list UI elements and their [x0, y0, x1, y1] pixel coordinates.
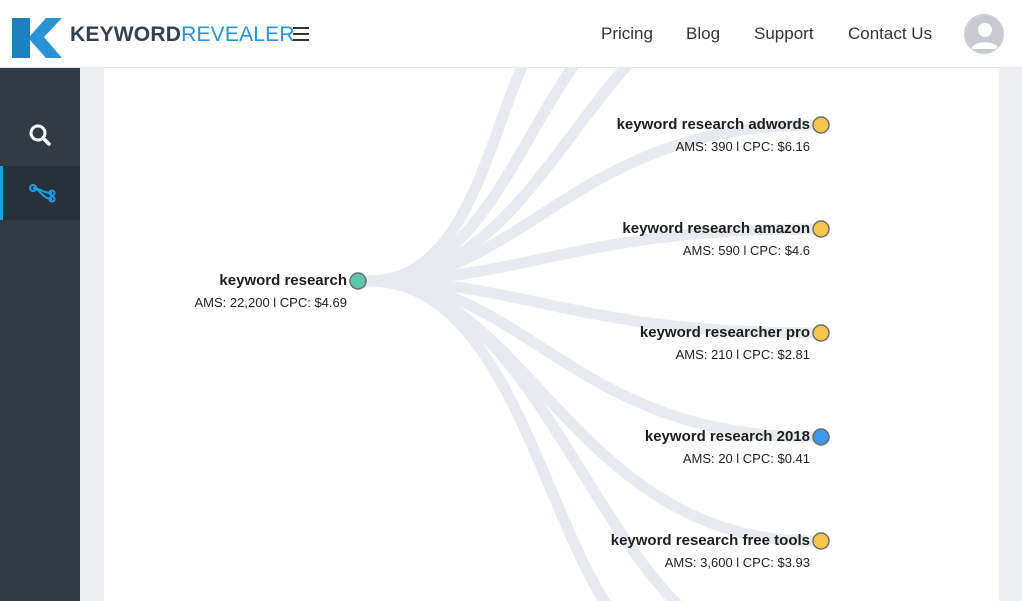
child-node-dot[interactable] [812, 428, 830, 446]
child-stats: AMS: 210 l CPC: $2.81 [675, 347, 810, 362]
tree-icon [28, 184, 55, 203]
top-navbar: KEYWORDREVEALER Pricing Blog Support Con… [0, 0, 1022, 68]
child-node-dot[interactable] [812, 220, 830, 238]
nav-blog[interactable]: Blog [686, 24, 721, 43]
user-avatar[interactable] [964, 14, 1004, 54]
nav-support[interactable]: Support [754, 24, 814, 43]
child-node-dot[interactable] [812, 324, 830, 342]
branch-link [363, 68, 633, 287]
root-node-dot[interactable] [349, 272, 367, 290]
root-keyword[interactable]: keyword research [219, 272, 347, 289]
child-keyword[interactable]: keyword research 2018 [644, 428, 810, 445]
brand-name-part1: KEYWORD [70, 23, 182, 46]
user-avatar-icon [966, 16, 1003, 53]
hamburger-menu-icon[interactable] [293, 27, 309, 41]
child-stats: AMS: 390 l CPC: $6.16 [675, 139, 810, 154]
root-stats: AMS: 22,200 l CPC: $4.69 [194, 295, 347, 310]
child-keyword[interactable]: keyword researcher pro [639, 324, 810, 341]
search-icon [29, 124, 51, 146]
branch-link-adwords [363, 119, 819, 287]
sidebar [0, 68, 80, 601]
keyword-tree-panel: keyword research AMS: 22,200 l CPC: $4.6… [104, 68, 999, 601]
branch-link-free-tools [363, 275, 819, 547]
brand-name-part2: REVEALER [181, 23, 295, 46]
sidebar-item-search[interactable] [0, 108, 80, 162]
child-stats: AMS: 20 l CPC: $0.41 [682, 451, 810, 466]
sidebar-item-keyword-tree[interactable] [0, 166, 80, 220]
nav-contact-us[interactable]: Contact Us [848, 24, 933, 43]
child-node-dot[interactable] [812, 116, 830, 134]
child-keyword[interactable]: keyword research adwords [616, 116, 810, 133]
tree-links [349, 68, 830, 601]
nav-pricing[interactable]: Pricing [601, 24, 653, 43]
child-stats: AMS: 3,600 l CPC: $3.93 [664, 555, 810, 570]
child-keyword[interactable]: keyword research amazon [622, 220, 810, 237]
child-node-dot[interactable] [812, 532, 830, 550]
child-keyword[interactable]: keyword research free tools [610, 532, 810, 549]
keyword-revealer-logo-icon[interactable] [10, 10, 64, 60]
branch-link [363, 275, 682, 601]
child-stats: AMS: 590 l CPC: $4.6 [682, 243, 810, 258]
brand-name[interactable]: KEYWORDREVEALER [70, 23, 295, 47]
